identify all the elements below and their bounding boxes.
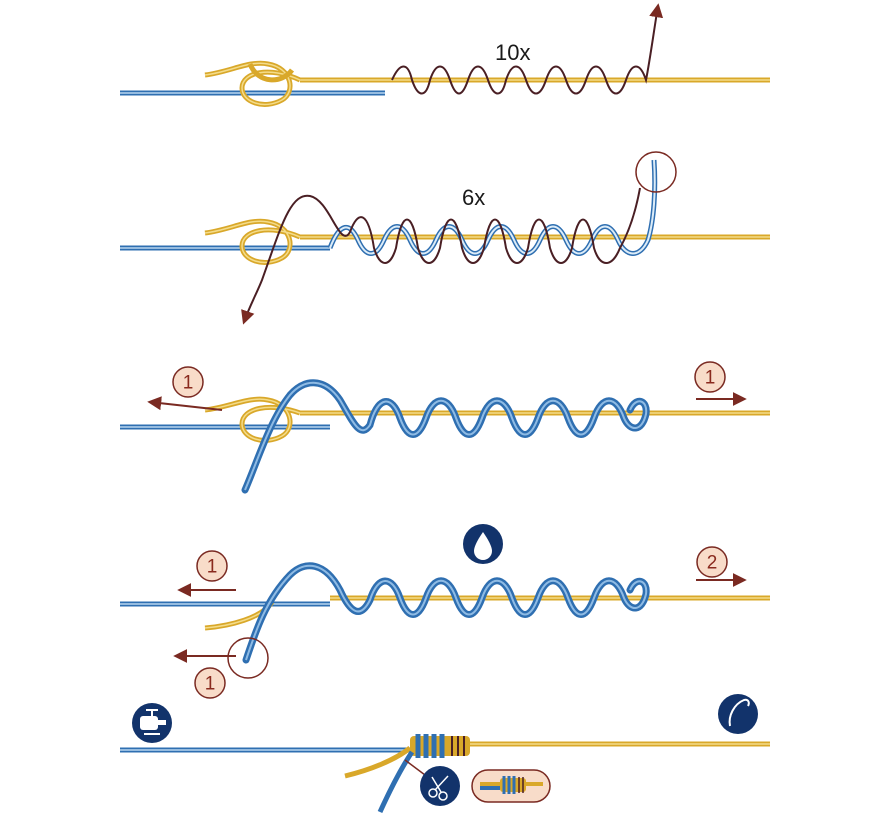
scissors-icon	[420, 766, 460, 806]
step-5	[120, 694, 770, 814]
step-badge-right: 2	[696, 546, 728, 578]
svg-text:2: 2	[707, 553, 718, 574]
svg-text:1: 1	[183, 373, 194, 394]
wrap-count-label: 6x	[462, 185, 485, 210]
step-badge-right: 1	[694, 361, 726, 393]
yellow-tag-end	[344, 746, 412, 779]
step-1: 10x	[120, 3, 770, 107]
yellow-loop	[204, 396, 301, 443]
yellow-loop	[204, 218, 301, 265]
finished-knot	[410, 734, 470, 758]
wrap-count-label: 10x	[495, 40, 530, 65]
wrap-coil	[391, 3, 664, 95]
svg-text:1: 1	[207, 557, 218, 578]
blue-tag-end	[377, 750, 415, 814]
svg-text:1: 1	[205, 674, 216, 695]
blue-wrap-coil	[241, 379, 650, 494]
step-4: 1 2 1	[120, 524, 770, 699]
yellow-loop	[204, 60, 302, 107]
step-badge-left: 1	[172, 366, 204, 398]
water-drop-icon	[463, 524, 503, 564]
step-badge-left: 1	[196, 550, 228, 582]
step-3: 1 1	[120, 361, 770, 494]
finished-knot-icon	[471, 769, 551, 803]
reel-icon	[132, 703, 172, 743]
wrap-coil	[244, 187, 641, 322]
svg-text:1: 1	[705, 368, 716, 389]
tag-end-highlight	[227, 637, 269, 679]
pull-arrow-left	[147, 396, 223, 411]
step-badge-lower: 1	[194, 667, 226, 699]
hook-icon	[718, 694, 758, 734]
step-2: 6x	[120, 151, 770, 322]
tag-end-highlight	[635, 151, 677, 193]
